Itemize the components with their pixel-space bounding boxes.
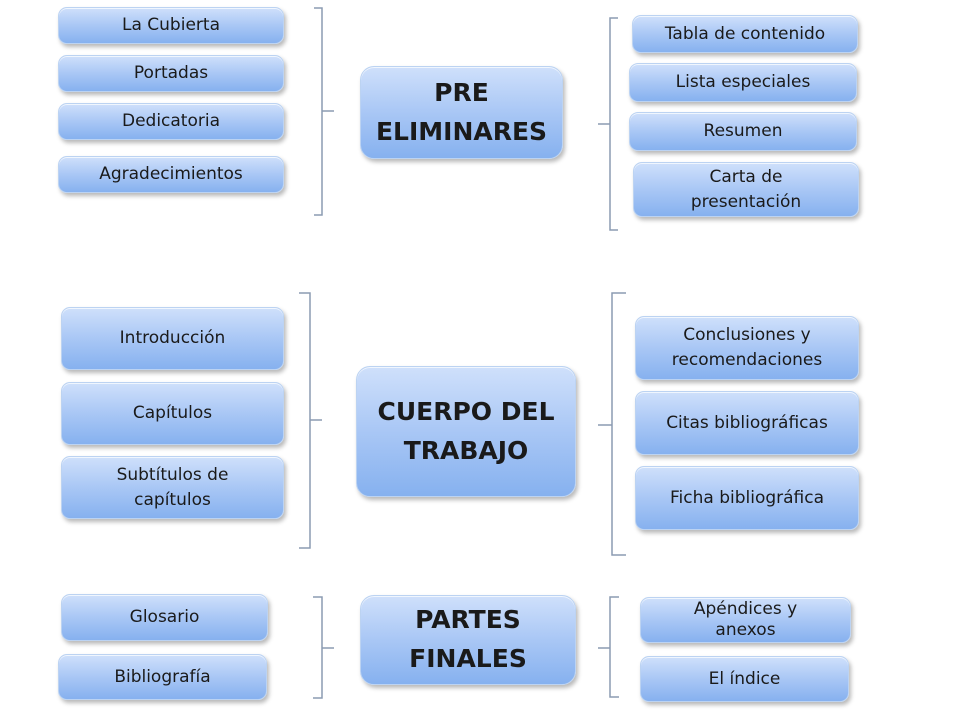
pre-left-item-agradecimientos: Agradecimientos bbox=[58, 156, 284, 193]
bracket-pre-left bbox=[314, 7, 334, 216]
section-title-finales: PARTES FINALES bbox=[360, 595, 576, 685]
cuerpo-right-item-ficha: Ficha bibliográfica bbox=[635, 466, 859, 530]
bracket-finales-left bbox=[313, 596, 334, 699]
pre-right-item-resumen: Resumen bbox=[629, 112, 857, 151]
finales-right-item-apendices: Apéndices y anexos bbox=[640, 597, 851, 643]
pre-left-item-cubierta: La Cubierta bbox=[58, 7, 284, 44]
pre-left-item-dedicatoria: Dedicatoria bbox=[58, 103, 284, 140]
finales-left-item-glosario: Glosario bbox=[61, 594, 268, 641]
finales-left-item-bibliografia: Bibliografía bbox=[58, 654, 267, 700]
pre-right-item-tabla: Tabla de contenido bbox=[632, 15, 858, 53]
finales-right-item-indice: El índice bbox=[640, 656, 849, 702]
bracket-cuerpo-right bbox=[598, 292, 626, 556]
bracket-cuerpo-left bbox=[299, 292, 322, 549]
bracket-pre-right bbox=[598, 17, 618, 231]
cuerpo-right-item-citas: Citas bibliográficas bbox=[635, 391, 859, 455]
cuerpo-right-item-conclusiones: Conclusiones y recomendaciones bbox=[635, 316, 859, 380]
pre-right-item-carta: Carta de presentación bbox=[633, 162, 859, 217]
section-title-cuerpo: CUERPO DEL TRABAJO bbox=[356, 366, 576, 497]
cuerpo-left-item-capitulos: Capítulos bbox=[61, 382, 284, 445]
cuerpo-left-item-subtitulos: Subtítulos de capítulos bbox=[61, 456, 284, 519]
pre-left-item-portadas: Portadas bbox=[58, 55, 284, 92]
bracket-finales-right bbox=[598, 596, 619, 698]
cuerpo-left-item-introduccion: Introducción bbox=[61, 307, 284, 370]
section-title-preliminares: PRE ELIMINARES bbox=[360, 66, 563, 159]
pre-right-item-lista: Lista especiales bbox=[629, 63, 857, 102]
